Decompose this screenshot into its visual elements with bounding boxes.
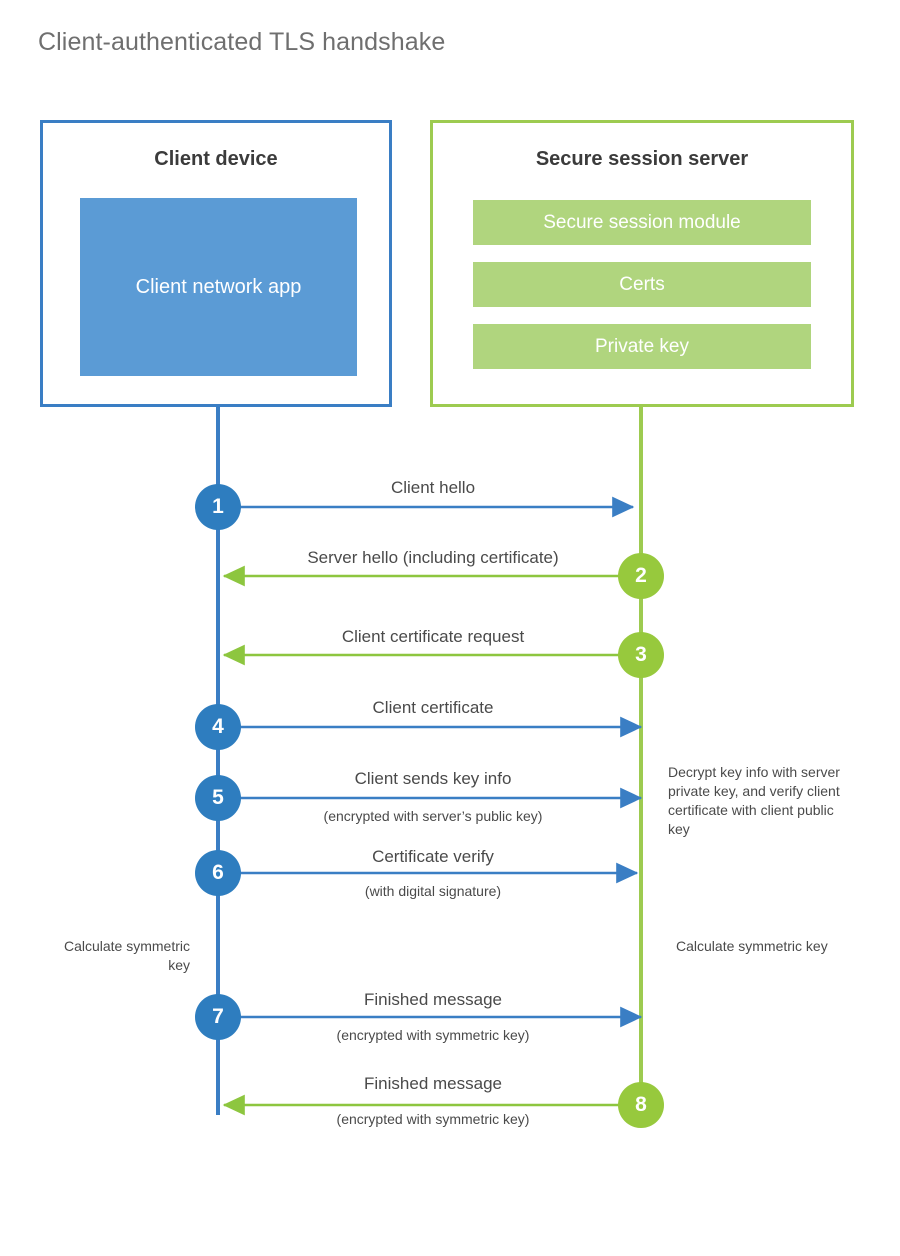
step-circle-4[interactable]: 4 [195,704,241,750]
page-title: Client-authenticated TLS handshake [38,28,446,56]
step-label-6: Certificate verify [372,847,494,866]
step-circle-2[interactable]: 2 [618,553,664,599]
client-lifeline [216,407,220,1115]
step-label-8: Finished message [364,1074,502,1093]
server-lifeline [639,407,643,1105]
note-server-decrypt-key-info: Decrypt key info with server private key… [668,764,840,837]
step-circle-8[interactable]: 8 [618,1082,664,1128]
step-sublabel-5: (encrypted with server’s public key) [323,808,543,824]
step-label-2: Server hello (including certificate) [307,548,559,567]
step-label-1: Client hello [390,478,476,497]
client-network-app-block: Client network app [80,198,357,376]
client-device-box: Client device Client network app [40,120,392,407]
secure-session-server-title: Secure session server [535,148,749,170]
step-label-3: Client certificate request [341,627,525,646]
note-client-calculate-symmetric-key: Calculate symmetric key [63,938,190,973]
server-component-certs: Certs [473,262,811,307]
note-server-calculate-symmetric-key: Calculate symmetric key [676,938,828,954]
step-circle-5[interactable]: 5 [195,775,241,821]
step-circle-7[interactable]: 7 [195,994,241,1040]
client-device-title: Client device [154,148,278,170]
step-sublabel-8: (encrypted with symmetric key) [336,1111,530,1127]
secure-session-server-box: Secure session server Secure session mod… [430,120,854,407]
server-component-secure-session-module: Secure session module [473,200,811,245]
step-circle-1[interactable]: 1 [195,484,241,530]
step-label-5: Client sends key info [354,769,512,788]
step-circle-3[interactable]: 3 [618,632,664,678]
step-label-4: Client certificate [372,698,494,717]
server-component-private-key: Private key [473,324,811,369]
step-sublabel-6: (with digital signature) [364,883,502,899]
step-circle-6[interactable]: 6 [195,850,241,896]
step-sublabel-7: (encrypted with symmetric key) [336,1027,530,1043]
step-label-7: Finished message [364,990,502,1009]
